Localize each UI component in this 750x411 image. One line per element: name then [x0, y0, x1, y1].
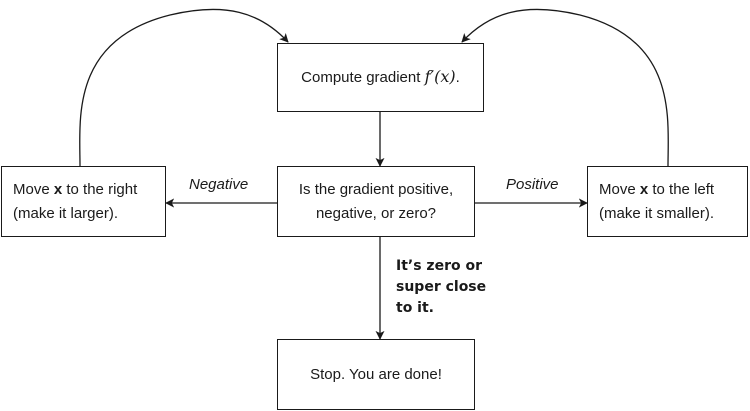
zero-label-line-1: It’s zero or	[396, 258, 482, 274]
compute-gradient-box: Compute gradient f′(x).	[277, 43, 484, 112]
question-line-2: negative, or zero?	[315, 204, 437, 222]
loop-arrow-move-left-to-compute	[461, 8, 669, 167]
move-left-variable: x	[639, 180, 649, 198]
negative-label: Negative	[189, 176, 249, 193]
compute-gradient-prefix: Compute gradient	[301, 69, 425, 86]
move-left-prefix: Move	[599, 180, 640, 198]
move-left-box: Move x to the left (make it smaller).	[587, 166, 748, 237]
question-line-1: Is the gradient positive,	[298, 180, 454, 198]
zero-label-line-3: to it.	[396, 300, 434, 316]
move-right-prefix: Move	[13, 180, 54, 198]
positive-label: Positive	[506, 176, 559, 193]
move-right-suffix: to the right	[62, 180, 138, 198]
move-right-line-2: (make it larger).	[13, 204, 119, 222]
move-right-line-1: Move x to the right	[2, 178, 137, 202]
zero-condition-label: It’s zero or super close to it.	[396, 256, 486, 319]
compute-gradient-suffix: .	[455, 69, 460, 86]
move-right-variable: x	[53, 180, 63, 198]
move-left-suffix: to the left	[648, 180, 715, 198]
gradient-formula: f′(x)	[424, 67, 456, 86]
move-left-line-1: Move x to the left	[588, 178, 714, 202]
gradient-question-box: Is the gradient positive, negative, or z…	[277, 166, 475, 237]
zero-label-line-2: super close	[396, 279, 487, 295]
move-right-box: Move x to the right (make it larger).	[1, 166, 166, 237]
stop-box: Stop. You are done!	[277, 339, 475, 410]
move-left-line-2: (make it smaller).	[599, 204, 715, 222]
stop-text: Stop. You are done!	[310, 365, 442, 383]
compute-gradient-text: Compute gradient f′(x).	[301, 65, 460, 90]
loop-arrow-move-right-to-compute	[79, 8, 289, 167]
